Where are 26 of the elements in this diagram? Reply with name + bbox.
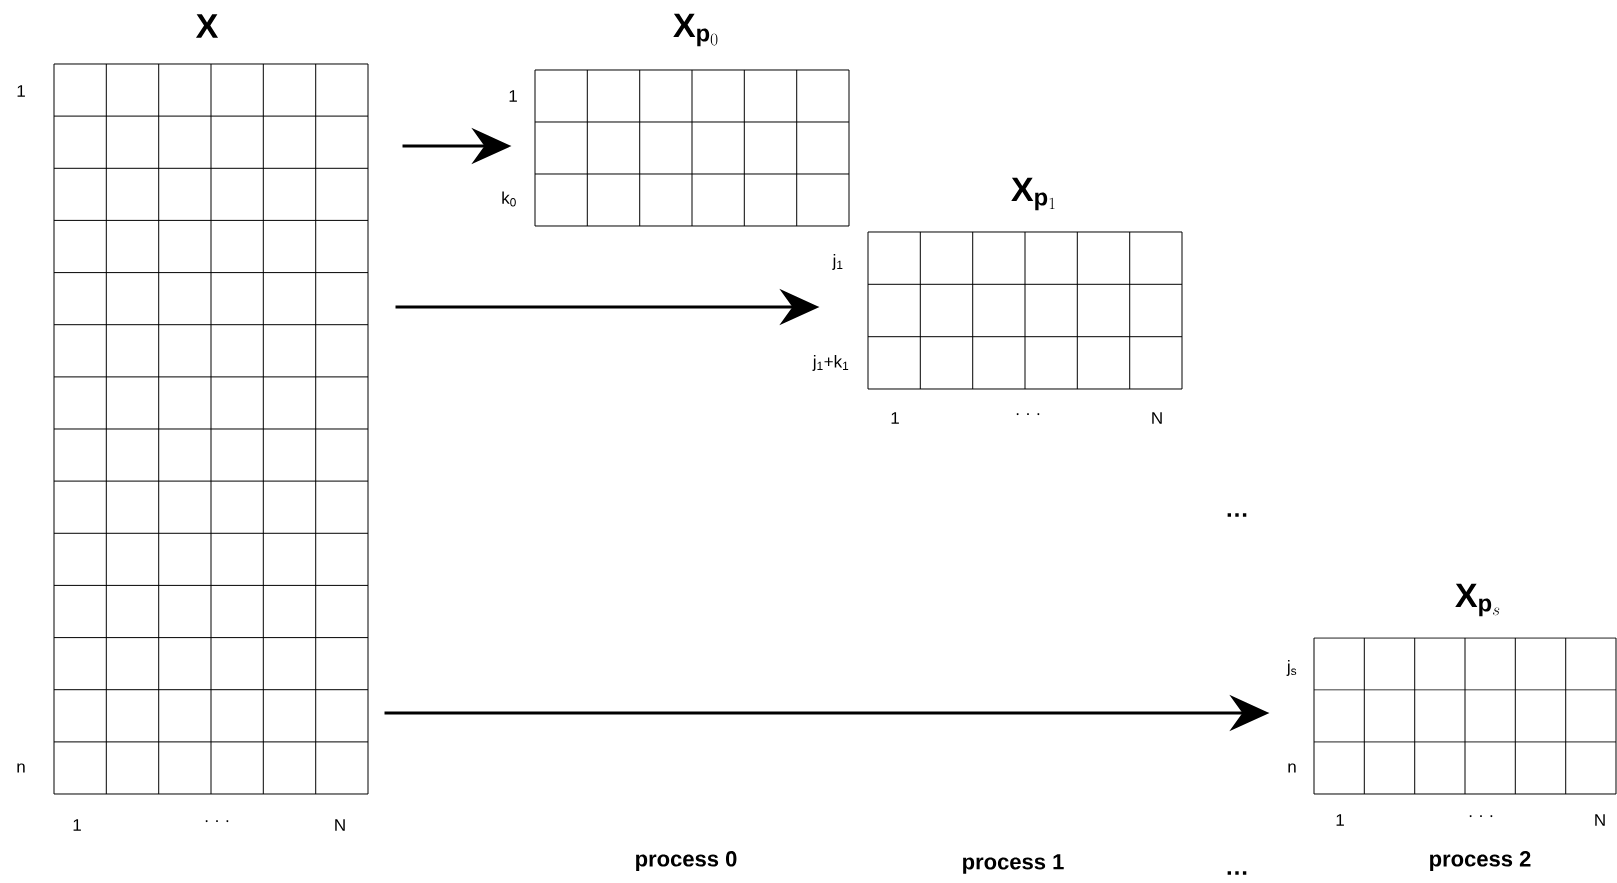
process-label: process 0 (636, 851, 737, 871)
row-index: 1 (17, 85, 25, 97)
row-index: n (1288, 763, 1296, 773)
matrix-title: $\mathbf{X}_{\mathbf{p}_s}$ (1455, 583, 1500, 617)
column-index: · · · (1016, 413, 1040, 416)
row-index: k$_{0}$ (502, 191, 516, 207)
matrix-title: $\mathbf{X}$ (195, 14, 219, 38)
column-index: N (1152, 412, 1162, 424)
row-index: j$_{s}$ (1286, 660, 1297, 676)
column-index: N (335, 819, 345, 831)
column-index: 1 (1336, 814, 1344, 826)
row-index: n (17, 763, 25, 773)
column-index: N (1595, 814, 1605, 826)
row-index: j$_{1}$ (832, 254, 843, 270)
row-index: j$_{1}$+k$_{1}$ (812, 355, 849, 371)
process-label: process 2 (1430, 851, 1531, 871)
process-label: process 1 (963, 854, 1064, 874)
column-index: 1 (73, 819, 81, 831)
column-index: 1 (891, 412, 899, 424)
column-index: · · · (205, 820, 229, 823)
ellipsis: … (1227, 513, 1247, 517)
matrix-title: $\mathbf{X}_{\mathbf{p}_1}$ (1011, 177, 1055, 211)
ellipsis: … (1227, 871, 1247, 875)
matrix-title: $\mathbf{X}_{\mathbf{p}_0}$ (673, 13, 718, 47)
row-index: 1 (509, 90, 517, 102)
column-index: · · · (1469, 815, 1493, 818)
